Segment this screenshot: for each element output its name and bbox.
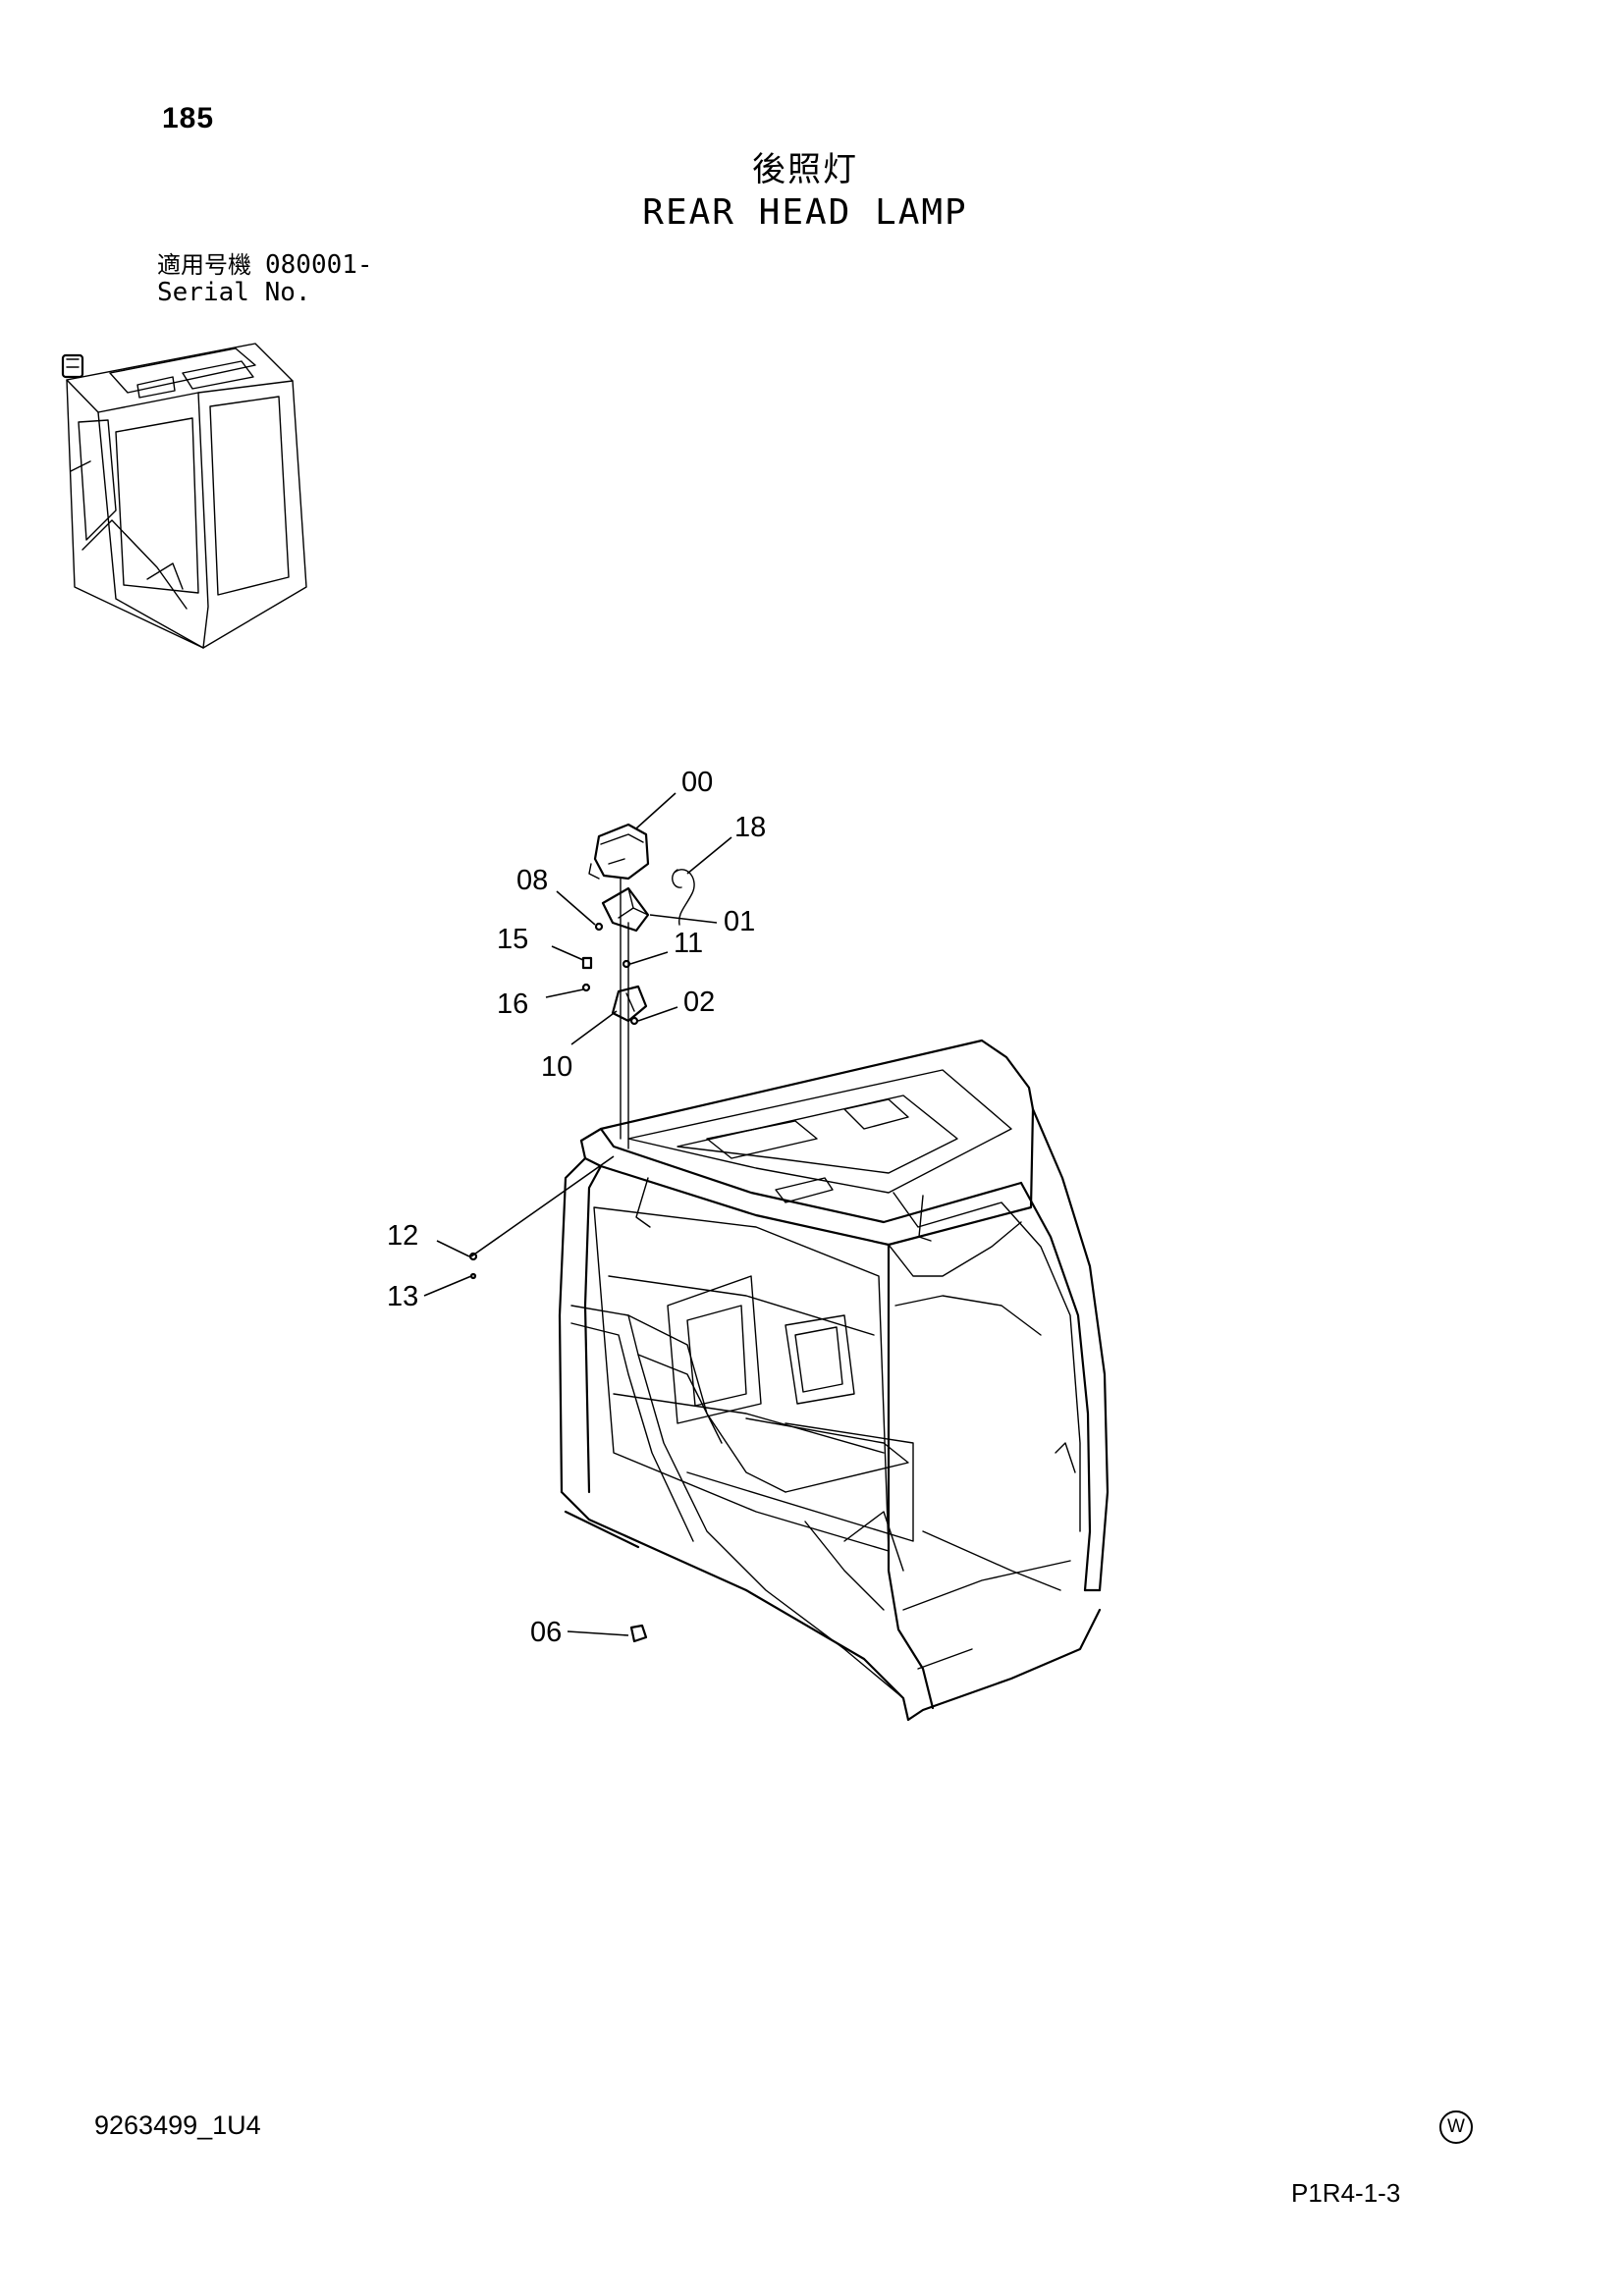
page-title: REAR HEAD LAMP <box>642 192 968 233</box>
serial-range: 080001- <box>265 250 373 280</box>
callout-16: 16 <box>497 988 528 1020</box>
title-block: 後照灯 REAR HEAD LAMP <box>491 149 1119 236</box>
callout-02: 02 <box>683 987 715 1018</box>
page-number: 185 <box>162 102 215 134</box>
callout-13: 13 <box>387 1281 418 1312</box>
cab-frame <box>558 1039 1110 1722</box>
maker-mark-icon: W <box>1439 2110 1473 2144</box>
rear-head-lamp-assembly <box>468 823 695 1643</box>
callout-01: 01 <box>724 906 755 937</box>
callout-12: 12 <box>387 1220 418 1252</box>
callout-18: 18 <box>734 812 766 843</box>
locator-cab-thumbnail <box>61 343 307 649</box>
page-reference: P1R4-1-3 <box>1291 2178 1401 2208</box>
callout-10: 10 <box>541 1051 572 1083</box>
callout-labels: 00 18 08 01 15 11 16 02 10 12 13 06 <box>387 767 766 1648</box>
document-code: 9263499_1U4 <box>94 2110 261 2140</box>
serial-label: Serial No. <box>157 278 311 307</box>
page-title-japanese: 後照灯 <box>752 150 858 189</box>
callout-leaders <box>423 792 732 1636</box>
callout-06: 06 <box>530 1617 562 1648</box>
callout-15: 15 <box>497 924 528 955</box>
serial-label-japanese: 適用号機 <box>157 251 251 279</box>
callout-08: 08 <box>516 865 548 896</box>
serial-row: 適用号機 080001- <box>157 251 373 279</box>
serial-applicability: 適用号機 080001- Serial No. <box>157 251 373 306</box>
callout-11: 11 <box>674 928 703 959</box>
callout-00: 00 <box>681 767 713 798</box>
